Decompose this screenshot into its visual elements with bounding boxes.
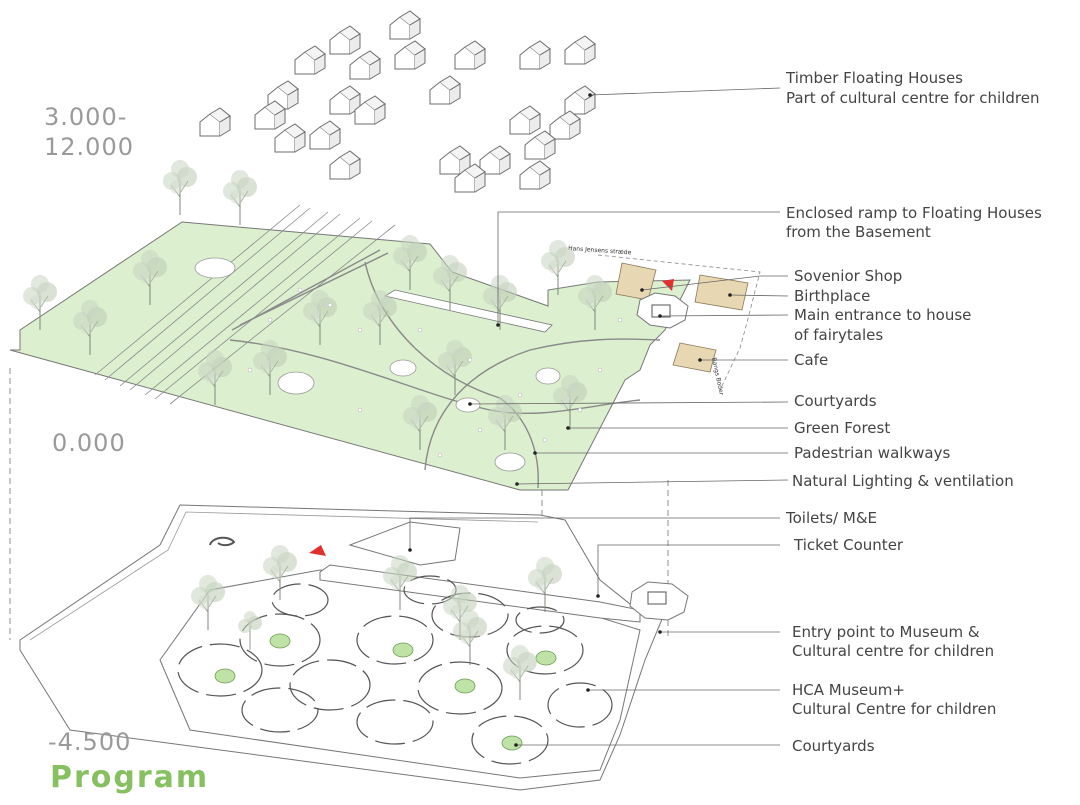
label-museum-line2: Cultural Centre for children	[792, 700, 997, 718]
label-courtyards-top: Courtyards	[794, 392, 877, 410]
ground-light-points	[247, 287, 623, 458]
level-upper-line2: 12.000	[44, 133, 134, 161]
diagram-title: Program	[50, 760, 210, 795]
label-toilets: Toilets/ M&E	[786, 509, 877, 527]
cafe-building	[672, 342, 717, 373]
basement-courtyards	[214, 633, 557, 751]
label-ticket: Ticket Counter	[794, 536, 904, 554]
ground-courtyards	[194, 257, 561, 472]
ticket-counter-stair	[647, 591, 667, 605]
basement-spiral-stair	[209, 536, 236, 547]
label-birthplace: Birthplace	[794, 287, 871, 305]
label-entrance-line2: of fairytales	[794, 326, 884, 344]
level-upper-line1: 3.000-	[44, 103, 128, 131]
label-entry-line1: Entry point to Museum &	[792, 623, 980, 641]
level-ground: 0.000	[52, 429, 126, 457]
label-shop: Sovenior Shop	[794, 267, 903, 285]
label-museum-line1: HCA Museum+	[792, 681, 905, 699]
label-courtyards-bottom: Courtyards	[792, 737, 875, 755]
label-timber-line2: Part of cultural centre for children	[786, 89, 1040, 107]
ground-level-plaza: Hans Jensens stræde Bangs Boder	[9, 159, 761, 491]
label-timber-line1: Timber Floating Houses	[786, 69, 963, 87]
label-forest: Green Forest	[794, 419, 891, 437]
entrance-marker-top	[662, 279, 674, 291]
birthplace-building	[694, 274, 749, 311]
label-cafe: Cafe	[794, 351, 829, 369]
green-forest-area	[9, 221, 691, 491]
timber-floating-houses	[199, 10, 596, 193]
label-ramp-line1: Enclosed ramp to Floating Houses	[786, 204, 1042, 222]
enclosed-ramp	[383, 289, 553, 333]
level-basement: -4.500	[48, 728, 132, 756]
label-entry-line2: Cultural centre for children	[792, 642, 995, 660]
property-boundary	[597, 254, 761, 391]
basement-level	[19, 504, 689, 791]
label-lighting: Natural Lighting & ventilation	[792, 472, 1014, 490]
leader-lines	[409, 87, 789, 746]
label-walkways: Padestrian walkways	[794, 444, 951, 462]
street-name-side: Bangs Boder	[710, 357, 725, 396]
label-ramp-line2: from the Basement	[786, 223, 931, 241]
street-name-top: Hans Jensens stræde	[568, 245, 632, 256]
leader-dots	[408, 93, 732, 747]
label-entrance-line1: Main entrance to house	[794, 306, 972, 324]
entrance-marker-basement	[309, 545, 326, 556]
